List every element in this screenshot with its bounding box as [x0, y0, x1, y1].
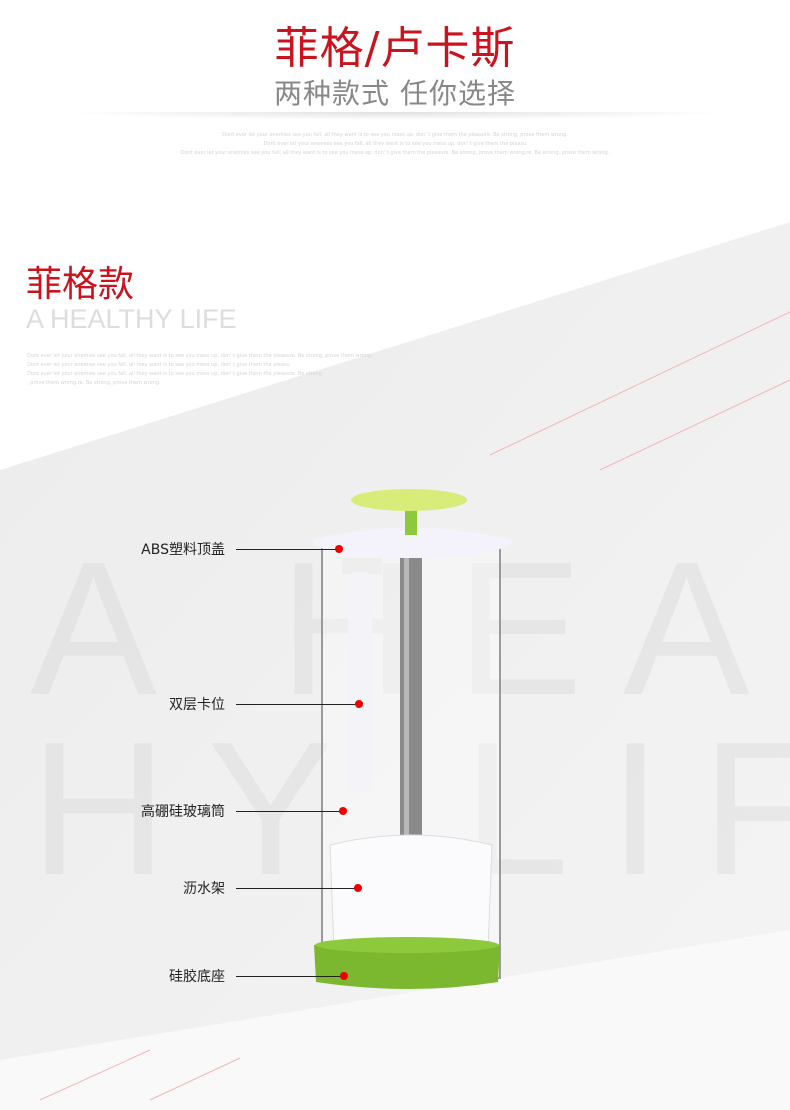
label-double-clip: 双层卡位 — [169, 697, 225, 713]
fine-print: Dont ever let your enemies see you fall,… — [180, 150, 610, 156]
label-abs-lid: ABS塑料顶盖 — [141, 542, 225, 558]
label-glass-tube: 高硼硅玻璃筒 — [141, 804, 225, 820]
fine-print: Dont ever let your enemies see you fall,… — [263, 141, 527, 147]
fine-print: Dont ever let your enemies see you fall,… — [222, 132, 568, 138]
fine-print: Dont ever let your enemies see you fall,… — [27, 362, 290, 368]
page-title: 菲格/卢卡斯 — [274, 23, 516, 74]
page-subtitle: 两种款式 任你选择 — [274, 77, 516, 110]
callout-line — [236, 811, 343, 812]
divider — [60, 112, 730, 120]
callout-dot — [339, 807, 347, 815]
label-drain-rack: 沥水架 — [183, 881, 225, 897]
section-subtitle: A HEALTHY LIFE — [26, 304, 237, 334]
callout-line — [236, 549, 338, 550]
fine-print: , prove them wrong.re. Be strong, prove … — [27, 380, 161, 386]
callout-dot — [354, 884, 362, 892]
callout-line — [236, 888, 358, 889]
fine-print: Dont ever let your enemies see you fall,… — [27, 353, 373, 359]
callout-line — [236, 976, 344, 977]
section-title: 菲格款 — [26, 264, 135, 305]
label-silicone-base: 硅胶底座 — [169, 969, 225, 985]
callout-line — [236, 704, 359, 705]
fine-print: Dont ever let your enemies see you fall,… — [27, 371, 322, 377]
callout-dot — [335, 545, 343, 553]
callout-dot — [340, 972, 348, 980]
callout-dot — [355, 700, 363, 708]
